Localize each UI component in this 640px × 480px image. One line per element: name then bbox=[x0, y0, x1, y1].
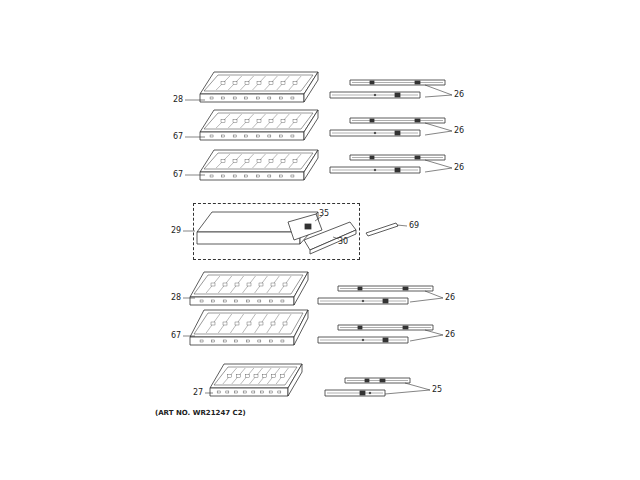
callout-number: 67 bbox=[171, 332, 181, 340]
slide-rail bbox=[330, 118, 445, 136]
tray bbox=[200, 72, 318, 102]
callout-number: 29 bbox=[171, 227, 181, 235]
leader-lines bbox=[183, 85, 452, 394]
callout-number: 67 bbox=[173, 133, 183, 141]
dashed-assembly-box: 35 30 bbox=[193, 203, 360, 260]
drawer-assembly bbox=[197, 212, 356, 254]
callout-number: 26 bbox=[445, 331, 455, 339]
callout-number: 26 bbox=[454, 91, 464, 99]
callout-number: 26 bbox=[454, 127, 464, 135]
rod bbox=[366, 223, 398, 236]
callout-number: 30 bbox=[338, 238, 348, 246]
slide-rail bbox=[330, 80, 445, 98]
tray bbox=[190, 310, 308, 345]
callout-number: 67 bbox=[173, 171, 183, 179]
callout-number: 28 bbox=[173, 96, 183, 104]
slide-rail bbox=[325, 378, 410, 396]
art-number: (ART NO. WR21247 C2) bbox=[155, 410, 246, 417]
callout-number: 27 bbox=[193, 389, 203, 397]
tray bbox=[200, 150, 318, 180]
callout-number: 26 bbox=[454, 164, 464, 172]
tray bbox=[200, 110, 318, 140]
tray bbox=[210, 364, 302, 396]
callout-number: 25 bbox=[432, 386, 442, 394]
callout-number: 69 bbox=[409, 222, 419, 230]
callout-number: 26 bbox=[445, 294, 455, 302]
callout-number: 35 bbox=[319, 210, 329, 218]
slide-rail bbox=[330, 155, 445, 173]
slide-rail bbox=[318, 325, 433, 343]
tray bbox=[190, 272, 308, 305]
callout-number: 28 bbox=[171, 294, 181, 302]
